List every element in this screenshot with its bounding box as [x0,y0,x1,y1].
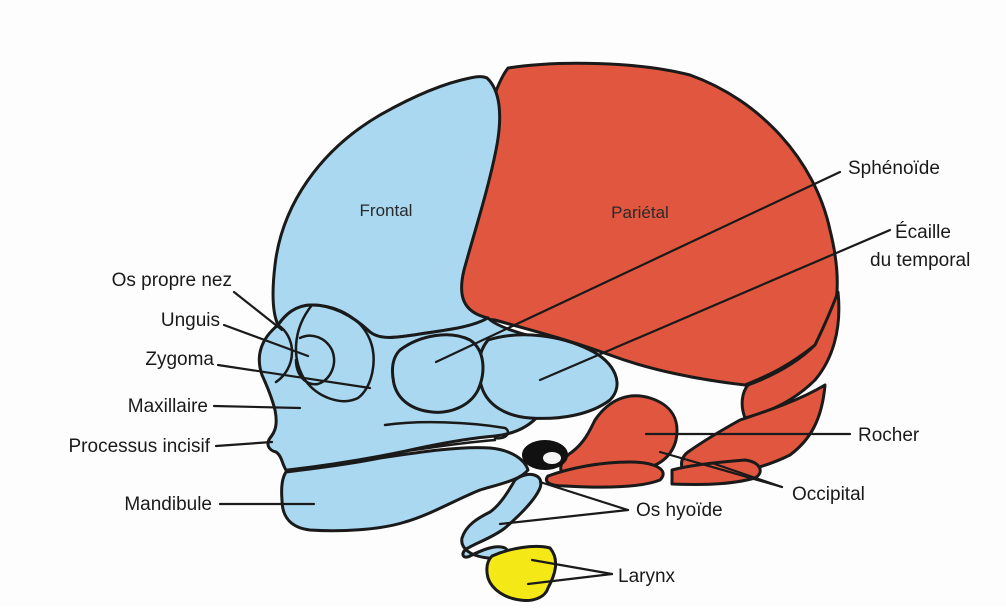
label-rocher: Rocher [858,425,920,446]
label-os-propre-nez: Os propre nez [112,270,232,291]
label-processus-incisif: Processus incisif [69,436,211,457]
label-ecaille-line2: du temporal [870,250,970,271]
label-larynx: Larynx [618,566,676,587]
label-zygoma: Zygoma [145,349,214,370]
label-maxillaire: Maxillaire [128,396,208,417]
larynx-cartilage [487,546,556,600]
label-os-hyoide: Os hyoïde [636,500,723,521]
label-parietal: Pariétal [611,203,669,222]
label-occipital: Occipital [792,484,865,505]
label-ecaille-line1: Écaille [895,222,951,243]
label-sphenoide: Sphénoïde [848,158,940,179]
label-unguis: Unguis [161,310,220,331]
label-frontal: Frontal [360,201,413,220]
label-mandibule: Mandibule [124,494,212,515]
leader-processus-incisif [216,442,272,446]
ear-canal-highlight [543,452,561,464]
